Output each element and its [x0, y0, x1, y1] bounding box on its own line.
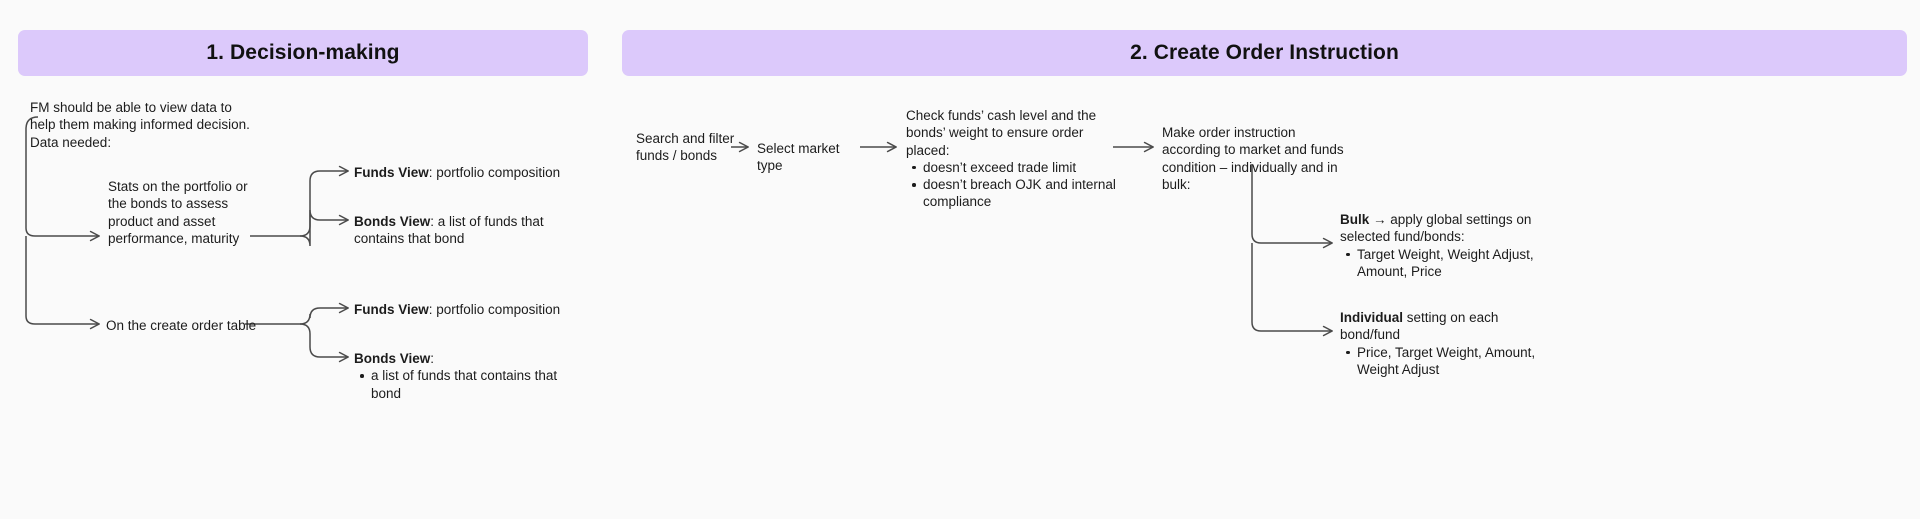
section-header-right-label: 2. Create Order Instruction: [1130, 41, 1399, 64]
right-output-individual-heading: Individual setting on each bond/fund: [1340, 309, 1540, 344]
section-header-left-label: 1. Decision-making: [206, 41, 400, 64]
right-step-check-funds-intro: Check funds’ cash level and the bonds’ w…: [906, 108, 1097, 158]
left-branch-b-output-bonds-view-heading: Bonds View:: [354, 350, 584, 367]
right-step-select-market-type: Select market type: [757, 141, 840, 174]
left-branch-b-output-bonds-view-bullets: a list of funds that contains that bond: [354, 367, 584, 402]
right-output-bulk-heading: Bulk → apply global settings on selected…: [1340, 211, 1535, 246]
section-header-decision-making: 1. Decision-making: [18, 30, 588, 76]
left-branch-b-output-funds-view-text: portfolio composition: [436, 302, 561, 317]
right-step-check-funds: Check funds’ cash level and the bonds’ w…: [906, 107, 1121, 211]
right-output-bulk-sep: →: [1369, 212, 1391, 227]
left-intro-line-3: Data needed:: [30, 134, 112, 150]
list-item: a list of funds that contains that bond: [360, 367, 584, 402]
section-header-create-order-instruction: 2. Create Order Instruction: [622, 30, 1907, 76]
left-branch-a-output-funds-view-sep: :: [428, 165, 437, 180]
right-step-search-filter: Search and filter funds / bonds: [636, 131, 735, 164]
list-item: doesn’t exceed trade limit: [912, 159, 1121, 176]
right-output-individual: Individual setting on each bond/fund Pri…: [1340, 309, 1540, 378]
left-branch-a-output-funds-view-label: Funds View: [354, 165, 429, 180]
right-step-make-order-instruction: Make order instruction according to mark…: [1162, 125, 1344, 192]
left-source-create-order-table: On the create order table: [106, 318, 257, 333]
list-item: Target Weight, Weight Adjust, Amount, Pr…: [1346, 246, 1534, 279]
left-source-stats-portfolio: Stats on the portfolio or the bonds to a…: [108, 179, 248, 246]
left-branch-b-output-funds-view: Funds View: portfolio composition: [354, 301, 594, 318]
left-branch-b-output-bonds-view-label: Bonds View: [354, 351, 431, 366]
left-branch-a-output-bonds-view-label: Bonds View: [354, 214, 431, 229]
left-branch-a-output-funds-view-text: portfolio composition: [436, 165, 561, 180]
left-branch-a-output-funds-view: Funds View: portfolio composition: [354, 164, 594, 181]
right-output-individual-label: Individual: [1340, 310, 1404, 325]
right-output-bulk-bullets: Target Weight, Weight Adjust, Amount, Pr…: [1340, 246, 1535, 281]
left-intro-line-1: FM should be able to view data to: [30, 100, 232, 115]
left-branch-b-output-funds-view-label: Funds View: [354, 302, 429, 317]
left-branch-a-output-bonds-view-sep: :: [430, 214, 438, 229]
left-intro-block: FM should be able to view data to help t…: [30, 99, 260, 151]
right-step-check-funds-bullets: doesn’t exceed trade limit doesn’t breac…: [906, 159, 1121, 211]
left-branch-b-output-funds-view-sep: :: [428, 302, 437, 317]
left-branch-a-output-bonds-view-text: a list of funds that contains that bond: [354, 214, 544, 247]
right-output-individual-text: setting on each bond/fund: [1340, 310, 1499, 343]
right-output-bulk-text: apply global settings on selected fund/b…: [1340, 212, 1532, 245]
right-output-individual-bullets: Price, Target Weight, Amount, Weight Adj…: [1340, 344, 1540, 379]
right-output-bulk: Bulk → apply global settings on selected…: [1340, 211, 1535, 280]
left-intro-line-2: help them making informed decision.: [30, 117, 250, 133]
list-item: doesn’t breach OJK and internal complian…: [912, 176, 1121, 211]
left-branch-b-output-bonds-view-sep: :: [430, 351, 435, 366]
left-branch-a-output-bonds-view: Bonds View: a list of funds that contain…: [354, 213, 569, 248]
left-branch-b-output-bonds-view: Bonds View: a list of funds that contain…: [354, 350, 584, 402]
list-item: Price, Target Weight, Amount, Weight Adj…: [1346, 344, 1540, 379]
right-output-bulk-label: Bulk: [1340, 212, 1370, 227]
